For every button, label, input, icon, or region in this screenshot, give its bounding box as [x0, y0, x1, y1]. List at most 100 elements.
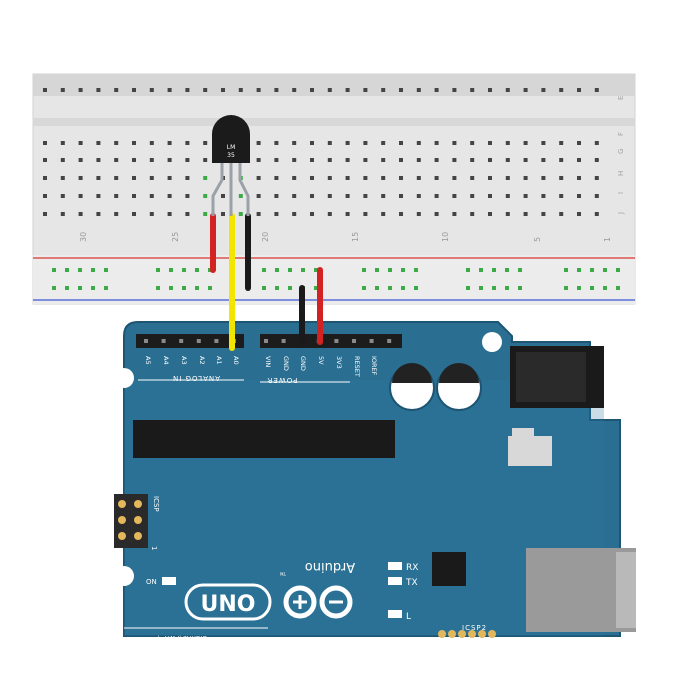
- header-pin: [369, 339, 374, 343]
- breadboard-hole: [381, 176, 386, 180]
- header-pin: [179, 339, 184, 343]
- breadboard-hole: [470, 88, 475, 92]
- header-pin: [352, 339, 356, 343]
- column-numbers: 30 25 20 15 10 5 1: [79, 232, 612, 242]
- rail-hole: [156, 286, 160, 290]
- breadboard-hole: [577, 194, 581, 198]
- breadboard-hole: [577, 158, 581, 162]
- mounting-hole: [114, 566, 134, 586]
- breadboard-hole: [132, 158, 136, 162]
- on-led: [162, 577, 176, 585]
- breadboard-hole: [416, 194, 421, 198]
- rail-holes: [52, 268, 620, 290]
- rail-hole: [590, 286, 594, 290]
- pin-label-a1: A1: [215, 356, 223, 365]
- breadboard-hole: [416, 212, 421, 216]
- breadboard-hole: [416, 141, 421, 145]
- breadboard-hole: [78, 158, 83, 162]
- sensor-legs: [211, 160, 250, 216]
- icsp-label: ICSP: [152, 496, 160, 512]
- row-letter: G: [617, 149, 625, 154]
- breadboard-hole: [523, 88, 528, 92]
- breadboard-hole: [292, 176, 297, 180]
- rail-hole: [78, 286, 82, 290]
- pin-label-3v3: 3V3: [335, 356, 343, 369]
- breadboard-hole: [274, 194, 279, 198]
- breadboard-hole: [594, 176, 599, 180]
- breadboard-hole: [345, 212, 350, 216]
- pin-label-gnd-1: GND: [282, 356, 290, 371]
- breadboard-hole: [43, 176, 47, 180]
- breadboard-hole: [416, 158, 421, 162]
- breadboard-hole: [327, 158, 332, 162]
- breadboard-hole: [167, 88, 172, 92]
- rail-hole: [52, 268, 56, 272]
- breadboard-hole: [96, 88, 101, 92]
- breadboard-hole: [399, 212, 403, 216]
- header-pin: [144, 339, 148, 343]
- column-number: 5: [533, 237, 542, 242]
- breadboard-hole: [541, 176, 546, 180]
- breadboard-hole: [149, 194, 154, 198]
- breadboard-hole: [96, 141, 101, 145]
- breadboard-hole: [470, 141, 475, 145]
- rail-hole: [414, 286, 418, 290]
- breadboard-hole: [577, 88, 581, 92]
- breadboard-hole: [399, 141, 403, 145]
- breadboard-hole: [559, 194, 564, 198]
- rail-hole: [156, 268, 160, 272]
- rail-hole: [169, 286, 173, 290]
- rail-hole: [479, 268, 483, 272]
- rail-hole: [375, 268, 379, 272]
- breadboard-hole: [167, 158, 172, 162]
- pin-label-5v: 5V: [317, 356, 325, 365]
- breadboard-hole: [78, 176, 83, 180]
- breadboard-hole: [132, 176, 136, 180]
- breadboard-hole: [256, 158, 261, 162]
- column-number: 15: [351, 232, 360, 242]
- pin-label-ioref: IOREF: [370, 356, 378, 376]
- rail-hole: [314, 268, 318, 272]
- row-letter: I: [617, 192, 625, 194]
- breadboard-hole: [292, 158, 297, 162]
- breadboard-hole: [256, 176, 261, 180]
- breadboard-hole: [505, 141, 510, 145]
- rail-hole: [262, 286, 266, 290]
- rail-hole: [288, 268, 292, 272]
- power-jack-body: [516, 352, 586, 402]
- trademark-mark: TM: [280, 571, 287, 576]
- breadboard-hole: [434, 212, 439, 216]
- sensor-label-1: LM: [227, 144, 236, 151]
- breadboard-hole: [505, 176, 510, 180]
- row-letters: E F G H I J: [617, 96, 625, 215]
- breadboard-hole: [43, 158, 47, 162]
- rail-hole: [616, 286, 620, 290]
- breadboard-hole: [505, 88, 510, 92]
- breadboard-hole: [132, 194, 136, 198]
- breadboard-hole: [363, 158, 368, 162]
- breadboard-hole: [434, 176, 439, 180]
- column-number: 1: [603, 237, 612, 242]
- icsp-pin: [118, 516, 126, 524]
- rail-hole: [65, 268, 69, 272]
- rail-hole: [314, 286, 318, 290]
- breadboard-hole: [149, 158, 154, 162]
- board-outline: [123, 321, 621, 637]
- rail-hole: [182, 286, 186, 290]
- breadboard-hole: [434, 141, 439, 145]
- breadboard-hole: [559, 176, 564, 180]
- breadboard-hole: [559, 88, 564, 92]
- breadboard-hole: [452, 158, 457, 162]
- breadboard-hole: [149, 141, 154, 145]
- icsp-pin: [134, 532, 142, 540]
- breadboard-hole: [60, 194, 65, 198]
- rail-hole: [492, 286, 496, 290]
- rail-hole: [275, 268, 279, 272]
- pin-label-a5: A5: [144, 356, 152, 365]
- rail-hole: [362, 286, 366, 290]
- breadboard-hole: [203, 194, 208, 198]
- breadboard-hole: [488, 141, 492, 145]
- digital-label: DIGITAL (PWM~): [157, 634, 207, 641]
- rail-hole: [78, 268, 82, 272]
- breadboard-hole: [114, 212, 119, 216]
